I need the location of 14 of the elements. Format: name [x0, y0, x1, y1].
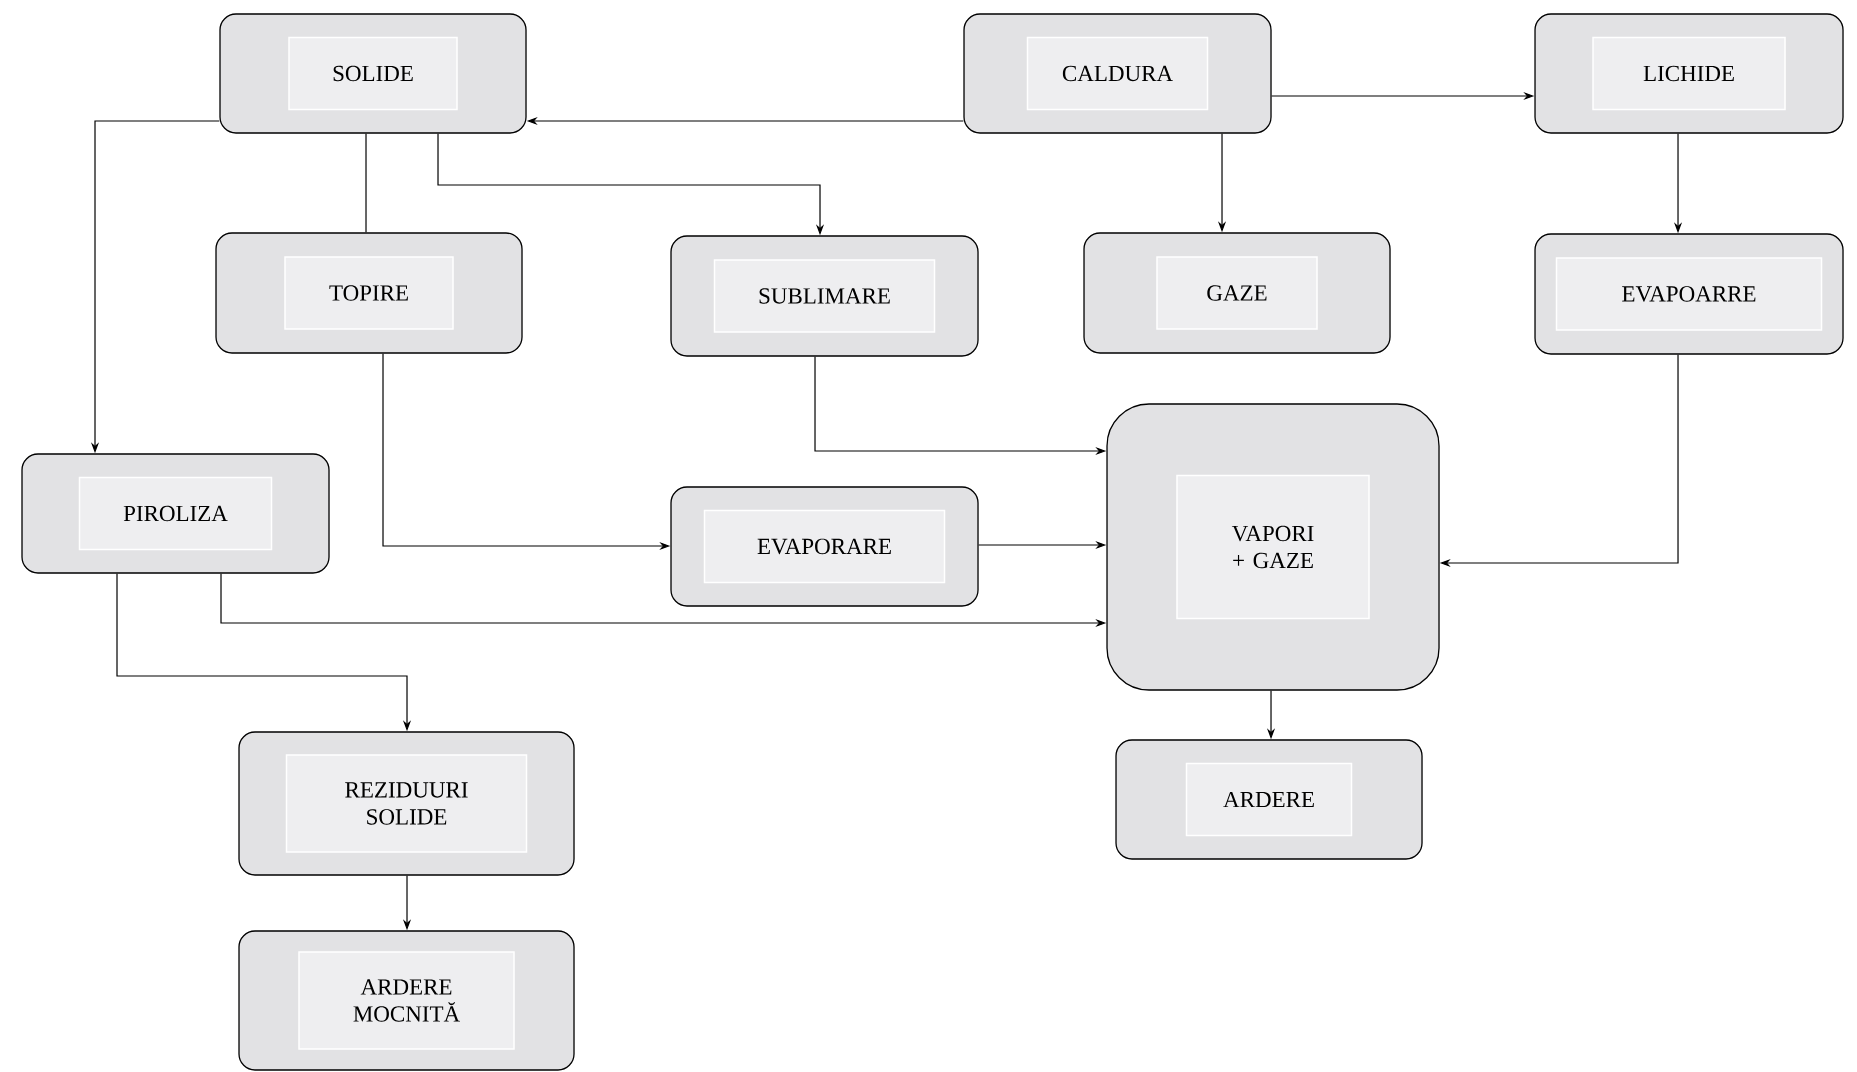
process-box: SUBLIMARE: [670, 235, 979, 357]
process-box: EVAPOARRE: [1534, 233, 1844, 355]
process-box: PIROLIZA: [21, 453, 330, 574]
connector-line: [365, 133, 367, 233]
process-box: VAPORI + GAZE: [1106, 403, 1440, 691]
process-box: GAZE: [1083, 232, 1391, 354]
process-box: EVAPORARE: [670, 486, 979, 607]
process-box: SOLIDE: [219, 13, 527, 134]
process-box: CALDURA: [963, 13, 1272, 134]
process-box: LICHIDE: [1534, 13, 1844, 134]
process-box: ARDERE MOCNITĂ: [238, 930, 575, 1071]
process-box: REZIDUURI SOLIDE: [238, 731, 575, 876]
process-box: TOPIRE: [215, 232, 523, 354]
process-box: ARDERE: [1115, 739, 1423, 860]
